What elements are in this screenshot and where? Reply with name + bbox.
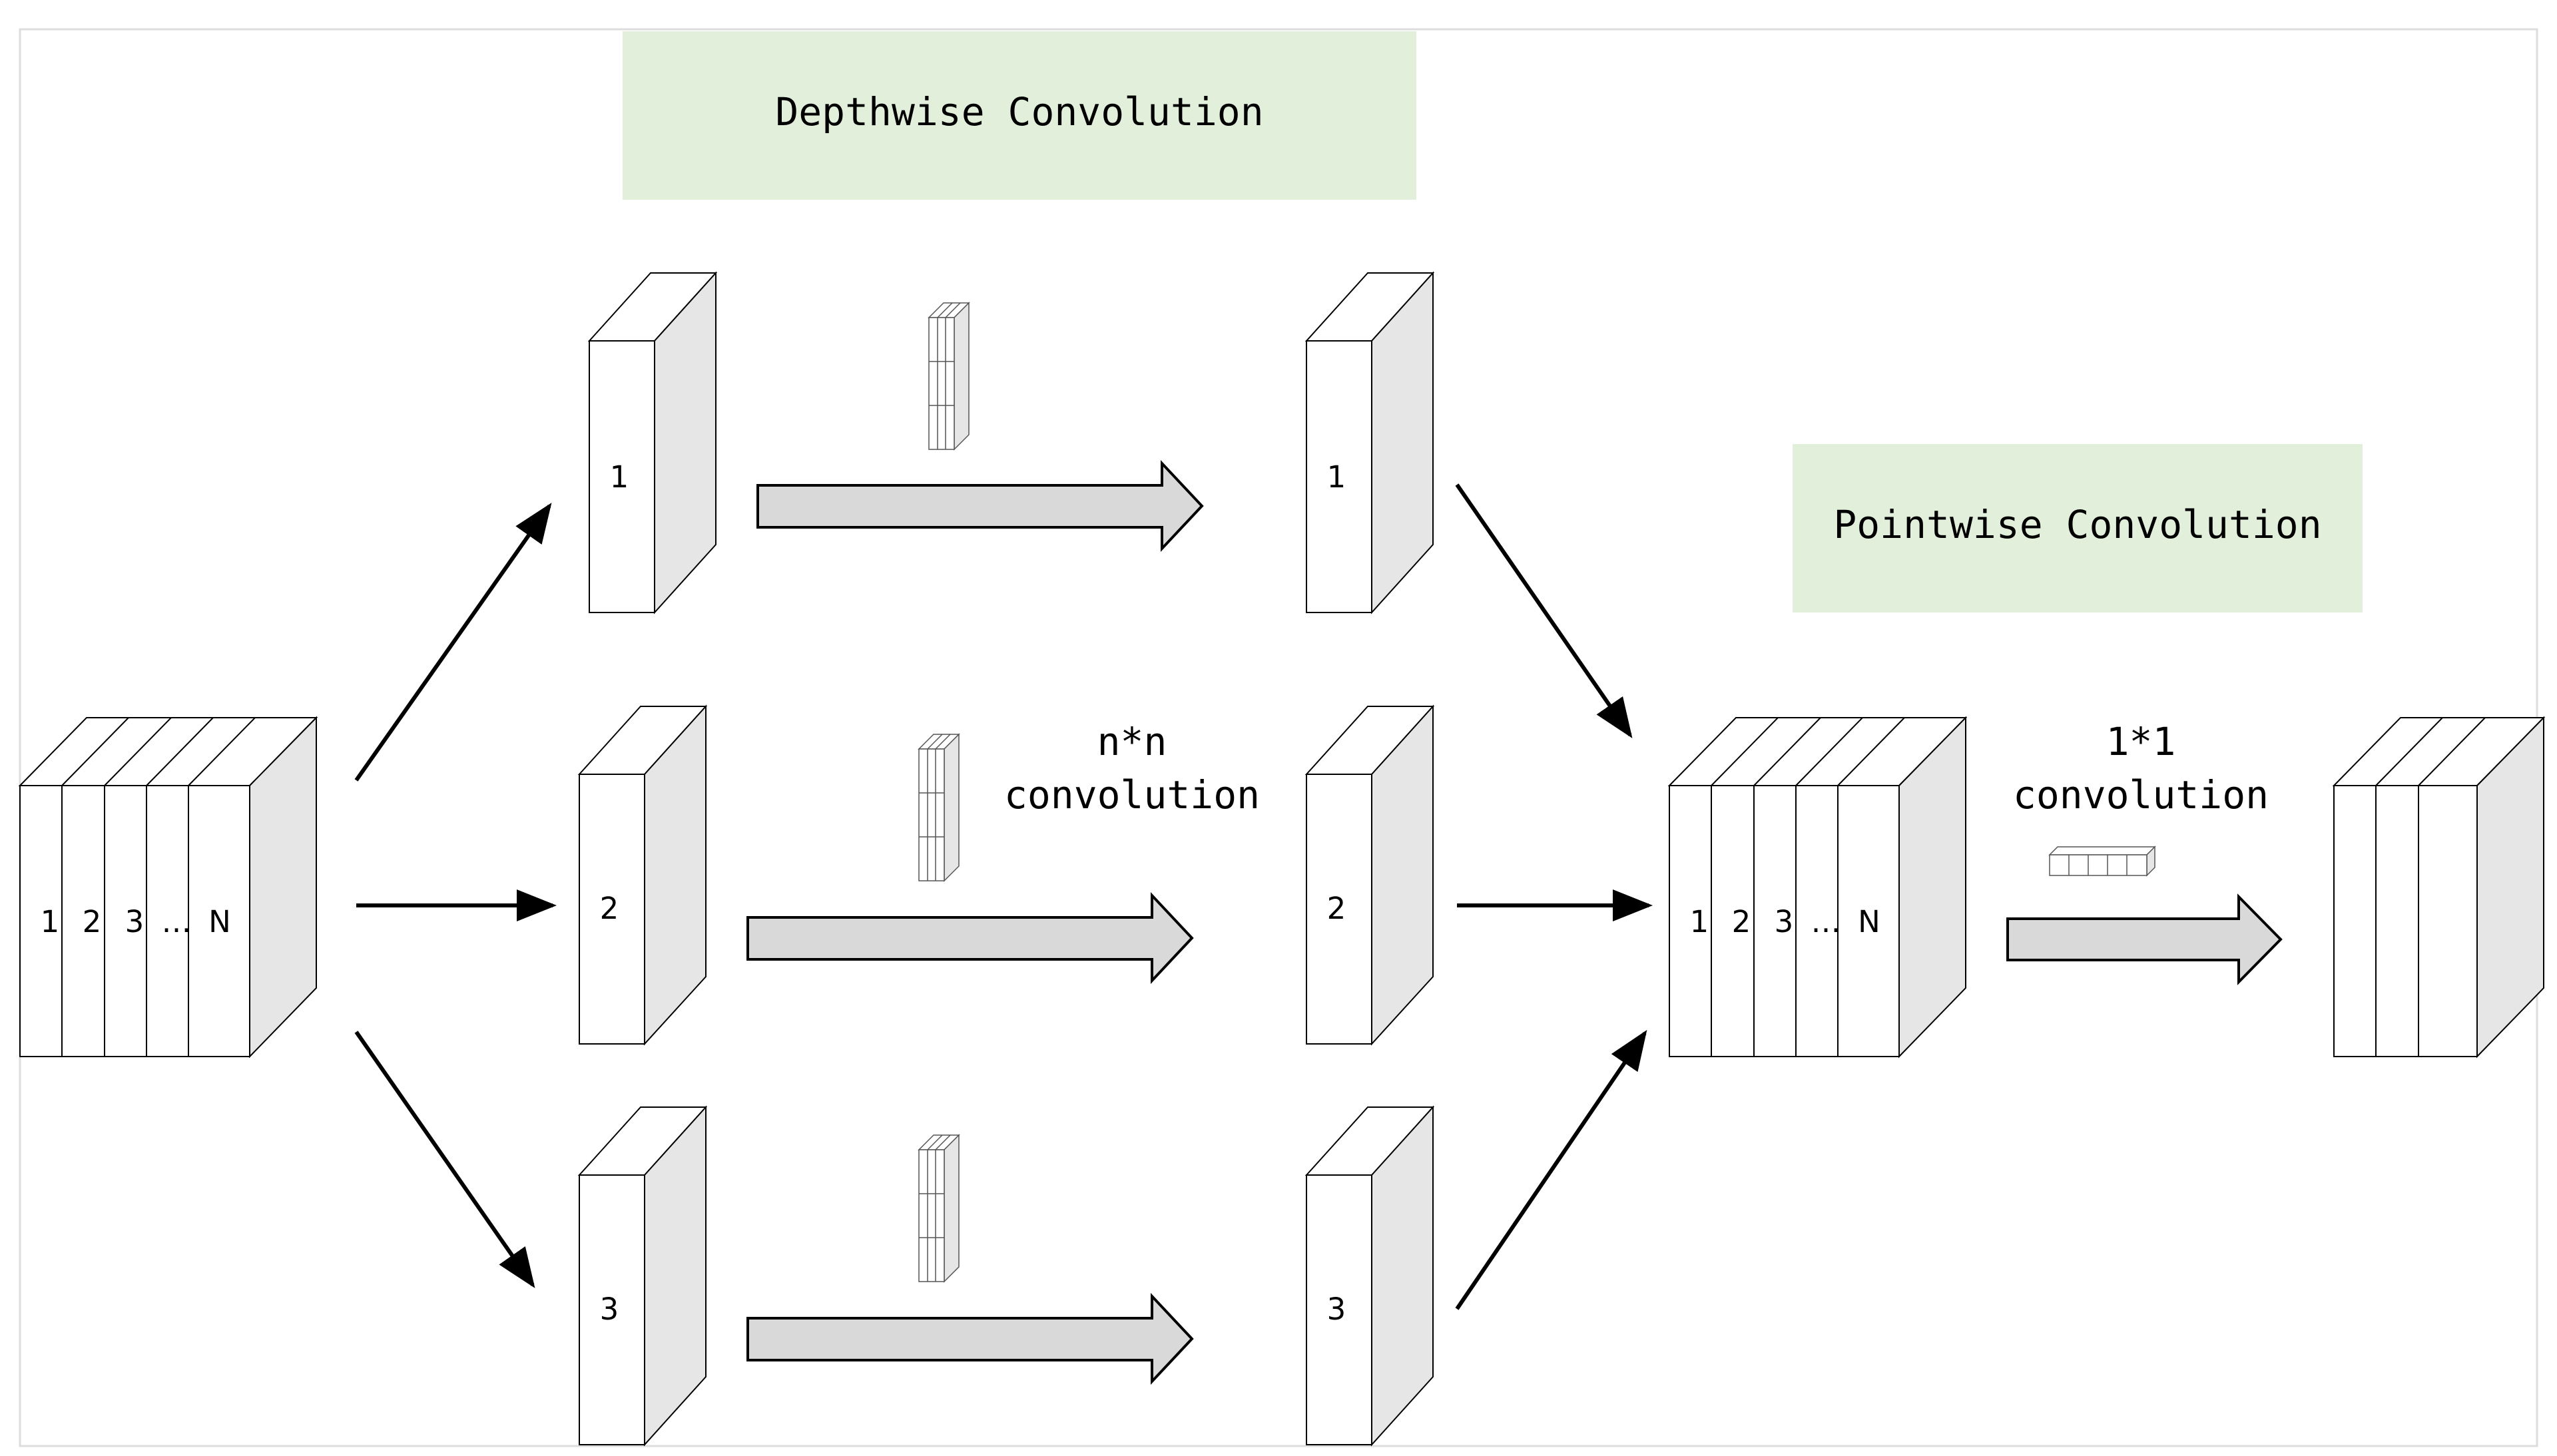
nxn-kernel-3 xyxy=(918,1134,960,1283)
depthwise-input-slice-1: 1 xyxy=(587,271,718,614)
one-by-one-label-line1: 1*1 xyxy=(2106,719,2176,764)
split-arrow-3 xyxy=(354,1031,535,1288)
depthwise-arrow-3 xyxy=(746,1292,1194,1385)
middle-channel-label: 3 xyxy=(1775,904,1794,939)
one-by-one-label-line2: convolution xyxy=(2013,772,2269,818)
input-channel-label: … xyxy=(162,904,192,939)
pointwise-title-box: Pointwise Convolution xyxy=(1793,444,2363,612)
depthwise-input-slice-3: 3 xyxy=(577,1105,708,1447)
input-channel-label: N xyxy=(208,904,231,939)
input-channel-label: 1 xyxy=(41,904,60,939)
input-channel-label: 2 xyxy=(83,904,102,939)
slice-label: 1 xyxy=(1327,459,1346,495)
slice-label: 3 xyxy=(600,1292,619,1327)
slice-label: 2 xyxy=(1327,891,1346,926)
depthwise-arrow-2 xyxy=(746,891,1194,985)
slice-label: 1 xyxy=(610,459,629,495)
pointwise-title: Pointwise Convolution xyxy=(1833,502,2321,547)
output-tensor xyxy=(2332,716,2546,1059)
middle-channel-label: 1 xyxy=(1690,904,1709,939)
merge-arrow-3 xyxy=(1455,1030,1647,1310)
depthwise-output-slice-3: 3 xyxy=(1304,1105,1435,1447)
depthwise-output-slice-1: 1 xyxy=(1304,271,1435,614)
nxn-label-line2: convolution xyxy=(1004,772,1260,818)
depthwise-arrow-1 xyxy=(756,459,1204,553)
pointwise-arrow xyxy=(2006,893,2283,985)
nxn-kernel-1 xyxy=(928,302,970,451)
input-tensor: 1 2 3 … N xyxy=(18,716,318,1059)
depthwise-title-box: Depthwise Convolution xyxy=(623,31,1416,200)
slice-label: 3 xyxy=(1327,1292,1346,1327)
middle-channel-label: … xyxy=(1811,904,1841,939)
depthwise-title: Depthwise Convolution xyxy=(775,89,1263,134)
depthwise-output-slice-2: 2 xyxy=(1304,704,1435,1046)
middle-channel-label: N xyxy=(1858,904,1880,939)
input-channel-label: 3 xyxy=(125,904,144,939)
nxn-kernel-2 xyxy=(918,733,960,882)
depthwise-input-slice-2: 2 xyxy=(577,704,708,1046)
one-by-one-kernel xyxy=(2048,846,2156,877)
middle-channel-label: 2 xyxy=(1732,904,1751,939)
depthwise-output-tensor: 1 2 3 … N xyxy=(1667,716,1968,1059)
split-arrow-1 xyxy=(354,503,552,782)
nxn-label-line1: n*n xyxy=(1097,719,1167,764)
slice-label: 2 xyxy=(600,891,619,926)
merge-arrow-1 xyxy=(1455,483,1633,738)
